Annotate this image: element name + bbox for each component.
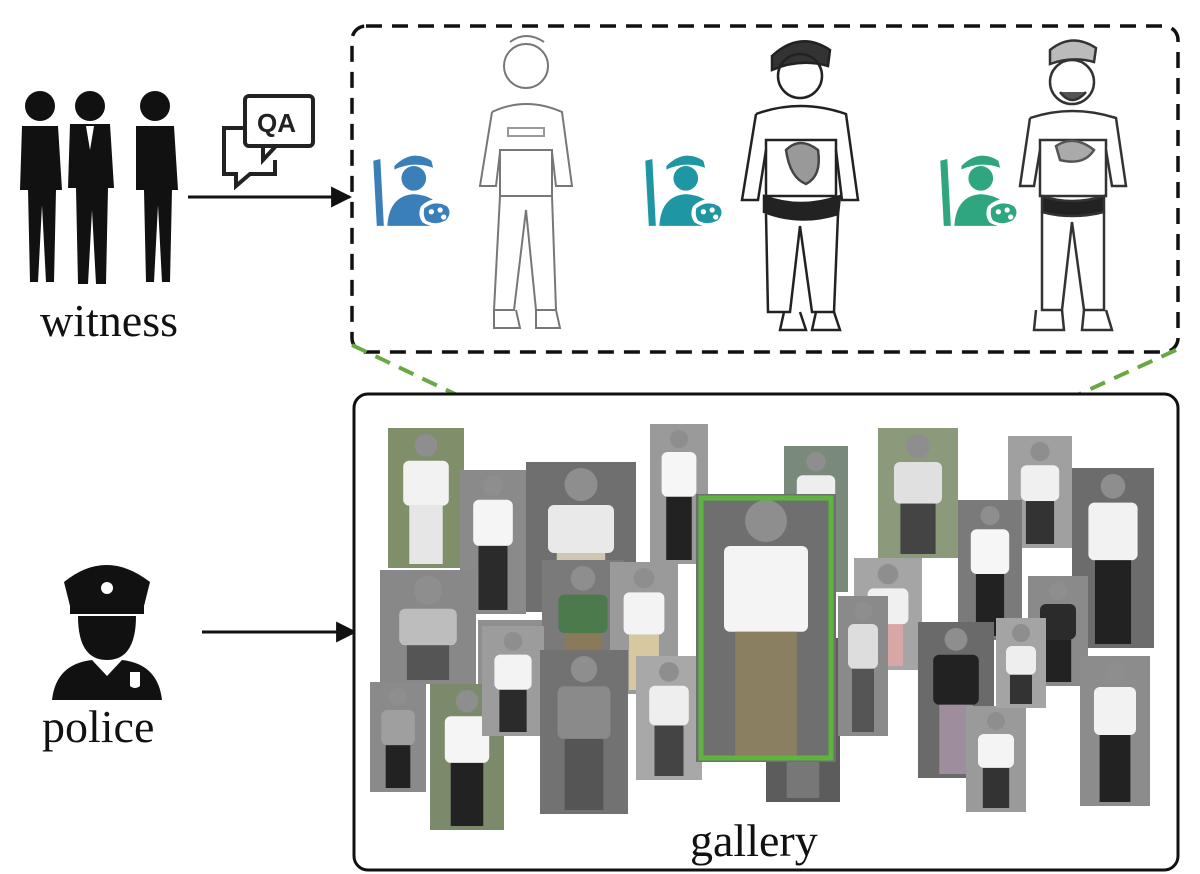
blurred-face [1030, 442, 1050, 462]
blurred-face [745, 500, 787, 542]
blurred-face [806, 452, 826, 472]
blurred-face [483, 476, 503, 496]
artist-icon-3 [940, 155, 1020, 226]
gallery-photo [966, 706, 1026, 812]
blurred-face [413, 576, 443, 605]
police-icon [52, 565, 162, 700]
gallery-photo [636, 656, 702, 780]
sketch-figure-3 [1018, 39, 1128, 332]
artist-icon-1 [373, 155, 453, 226]
blurred-face [1104, 662, 1126, 683]
gallery-label: gallery [690, 815, 818, 866]
blurred-face [633, 568, 655, 589]
blurred-face [906, 434, 930, 458]
sketch-figure-2 [740, 40, 860, 332]
gallery-photo [696, 494, 836, 762]
gallery-photo [380, 570, 476, 684]
blurred-face [455, 690, 479, 713]
blurred-face [987, 712, 1005, 730]
gallery-photo [388, 428, 464, 568]
blurred-face [1012, 624, 1030, 642]
blurred-face [944, 628, 968, 651]
blurred-face [854, 602, 872, 620]
blurred-face [1100, 474, 1126, 499]
witness-label: witness [40, 295, 178, 346]
gallery-photo [482, 626, 544, 736]
blurred-face [564, 468, 598, 501]
blurred-face [659, 662, 679, 682]
blurred-face [389, 688, 407, 706]
blurred-face [503, 632, 523, 651]
qa-text: QA [257, 108, 296, 138]
gallery-photo [430, 684, 504, 830]
blurred-face [1049, 582, 1067, 600]
gallery-photo [1008, 436, 1072, 548]
gallery-photo [540, 650, 628, 814]
blurred-face [877, 564, 899, 585]
sketch-box [350, 24, 1180, 354]
gallery-photo [1080, 656, 1150, 806]
blurred-face [414, 434, 438, 457]
police-label: police [42, 701, 154, 752]
gallery-photos [370, 424, 1154, 830]
gallery-photo [1072, 468, 1154, 648]
gallery-photo [370, 682, 426, 792]
witness-icon [20, 91, 178, 284]
sketch-figure-1 [478, 35, 574, 329]
gallery-photo [996, 618, 1046, 708]
gallery-photo [878, 428, 958, 558]
blurred-face [570, 566, 596, 591]
gallery-photo [838, 596, 888, 736]
blurred-face [980, 505, 1000, 526]
matched-person-highlight [698, 495, 834, 761]
blurred-face [570, 656, 598, 683]
blurred-face [670, 430, 688, 448]
chat-qa-icon [222, 94, 315, 191]
artist-icon-2 [645, 155, 725, 226]
